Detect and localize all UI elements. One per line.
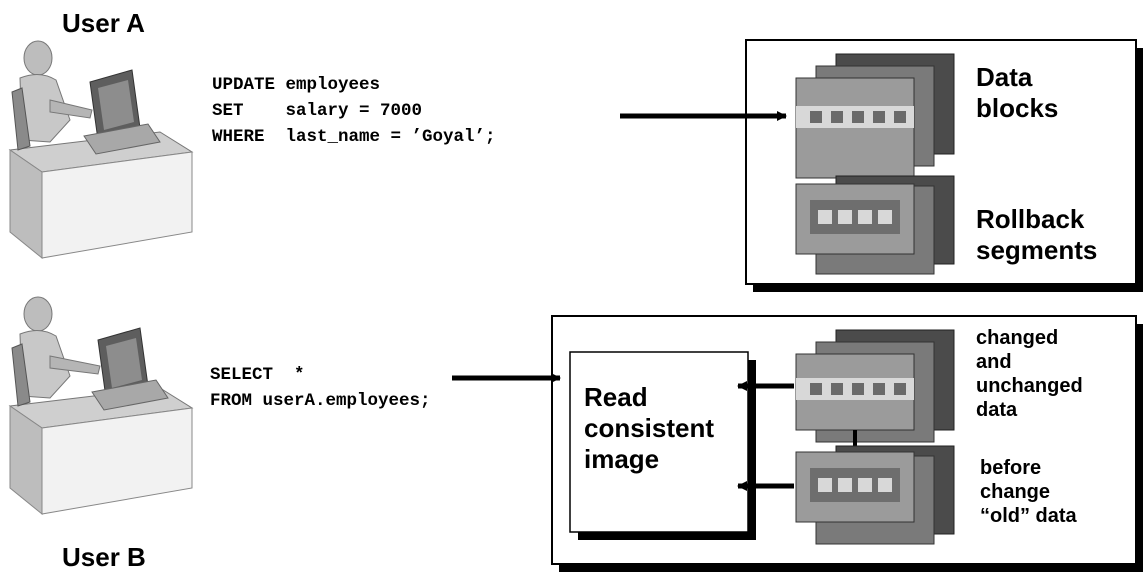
changed-line: and bbox=[976, 351, 1012, 373]
changed-line: data bbox=[976, 399, 1018, 421]
sql-line: SET salary = 7000 bbox=[212, 101, 423, 121]
bottom-data-blocks-stack bbox=[795, 329, 955, 443]
read-consistent-line: Read bbox=[584, 382, 648, 412]
user-b-label: User B bbox=[62, 542, 146, 572]
data-blocks-label: Data blocks bbox=[976, 62, 1058, 124]
old-data-label: before change “old” data bbox=[980, 456, 1077, 528]
sql-line: FROM userA.employees; bbox=[210, 391, 431, 411]
data-blocks-line: Data bbox=[976, 62, 1033, 92]
user-b-person-icon bbox=[8, 296, 194, 516]
sql-line: UPDATE employees bbox=[212, 75, 381, 95]
select-sql-block: SELECT * FROM userA.employees; bbox=[210, 362, 431, 414]
changed-line: changed bbox=[976, 327, 1059, 349]
rollback-line: segments bbox=[976, 235, 1098, 265]
old-data-line: before bbox=[980, 457, 1042, 479]
data-blocks-stack bbox=[795, 53, 955, 179]
old-data-line: change bbox=[980, 481, 1051, 503]
read-consistent-line: image bbox=[584, 444, 660, 474]
changed-line: unchanged bbox=[976, 375, 1083, 397]
bottom-rollback-stack bbox=[795, 445, 955, 545]
sql-line: WHERE last_name = ’Goyal’; bbox=[212, 127, 496, 147]
user-a-label: User A bbox=[62, 8, 145, 38]
rollback-segments-label: Rollback segments bbox=[976, 204, 1097, 266]
read-consistent-image-label: Read consistent image bbox=[584, 382, 714, 475]
sql-line: SELECT * bbox=[210, 365, 305, 385]
rollback-segments-stack bbox=[795, 175, 955, 275]
read-consistent-line: consistent bbox=[584, 413, 715, 443]
rollback-line: Rollback bbox=[976, 204, 1085, 234]
old-data-line: “old” data bbox=[980, 505, 1077, 527]
read-consistent-box bbox=[569, 351, 749, 533]
user-a-person-icon bbox=[8, 40, 194, 260]
changed-data-label: changed and unchanged data bbox=[976, 326, 1083, 422]
data-blocks-line: blocks bbox=[976, 93, 1059, 123]
